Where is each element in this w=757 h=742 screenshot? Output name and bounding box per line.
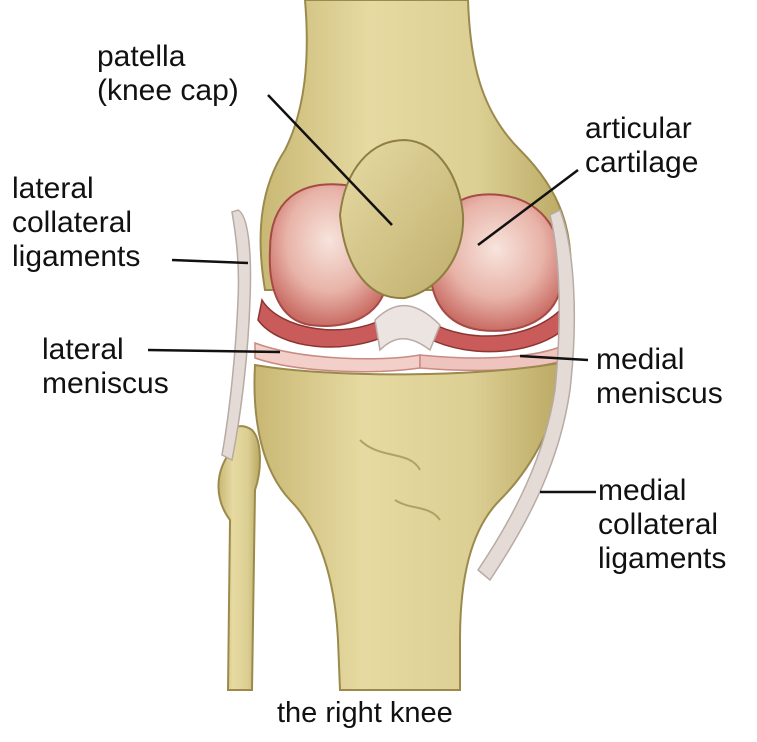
articular-cartilage-label-line-1: articular (585, 112, 698, 146)
lateral-collateral-label-line-2: collateral (12, 206, 140, 240)
patella-label-line-2: (knee cap) (97, 74, 239, 108)
caption: the right knee (277, 696, 453, 730)
medial-collateral-ligaments-label: medial collateral ligaments (598, 474, 726, 576)
cruciate-ligaments (375, 306, 440, 350)
lateral-meniscus-label-line-2: meniscus (42, 367, 169, 401)
medial-collateral-label-line-3: ligaments (598, 542, 726, 576)
medial-meniscus-label-line-2: meniscus (596, 377, 723, 411)
leader-line-lateral-collateral (172, 260, 248, 263)
medial-collateral-label-line-1: medial (598, 474, 726, 508)
articular-cartilage-label: articular cartilage (585, 112, 698, 180)
lateral-collateral-label-line-3: ligaments (12, 240, 140, 274)
lateral-collateral-ligament-shape (222, 210, 251, 460)
medial-meniscus-label-line-1: medial (596, 343, 723, 377)
lateral-collateral-ligaments-label: lateral collateral ligaments (12, 172, 140, 274)
medial-meniscus-label: medial meniscus (596, 343, 723, 411)
lateral-meniscus-label: lateral meniscus (42, 333, 169, 401)
patella-label: patella (knee cap) (97, 40, 239, 108)
lateral-meniscus-label-line-1: lateral (42, 333, 169, 367)
fibula-bone (218, 426, 259, 690)
patella-label-line-1: patella (97, 40, 239, 74)
lateral-collateral-label-line-1: lateral (12, 172, 140, 206)
patella-bone (340, 140, 463, 298)
articular-cartilage-label-line-2: cartilage (585, 146, 698, 180)
medial-collateral-label-line-2: collateral (598, 508, 726, 542)
